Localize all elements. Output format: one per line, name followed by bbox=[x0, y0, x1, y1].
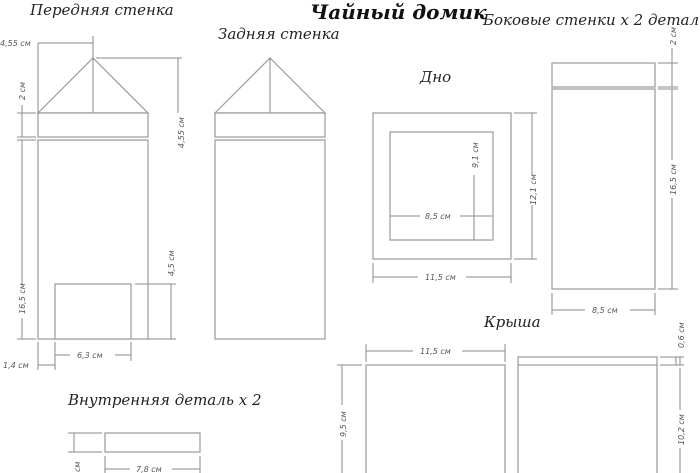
dim-roof2-strip: 0,6 см bbox=[677, 322, 686, 348]
dim-bottom-outer-height: 12,1 см bbox=[529, 174, 538, 205]
dim-roof2-height: 10,2 см bbox=[677, 414, 686, 445]
label-back-wall: Задняя стенка bbox=[218, 25, 340, 43]
dim-side-band: 2 см bbox=[669, 27, 678, 45]
dim-inner-unit: см bbox=[73, 462, 82, 472]
dim-inner-width: 7,8 см bbox=[136, 465, 162, 473]
dim-roof-width: 11,5 см bbox=[420, 347, 451, 356]
dim-bottom-inner-width: 8,5 см bbox=[425, 212, 451, 221]
dim-front-half-width: 4,55 см bbox=[0, 39, 31, 48]
dim-side-height: 16,5 см bbox=[669, 164, 678, 195]
dim-door-width: 6,3 см bbox=[77, 351, 103, 360]
front-wall bbox=[17, 36, 182, 370]
door-opening bbox=[54, 283, 132, 340]
dim-door-height: 4,5 см bbox=[167, 250, 176, 276]
side-wall bbox=[551, 48, 678, 315]
roof-part-2 bbox=[517, 356, 684, 473]
dim-roof-height: 9,5 см bbox=[339, 411, 348, 437]
bottom-part bbox=[372, 112, 537, 283]
dim-bottom-outer-width: 11,5 см bbox=[425, 273, 456, 282]
dim-front-band: 2 см bbox=[18, 82, 27, 100]
label-side-walls: Боковые стенки х 2 детали bbox=[482, 11, 700, 29]
label-bottom: Дно bbox=[419, 68, 451, 86]
inner-part bbox=[68, 432, 201, 473]
dim-side-width: 8,5 см bbox=[592, 306, 618, 315]
dim-door-offset: 1,4 см bbox=[3, 361, 29, 370]
label-inner-part: Внутренняя деталь х 2 bbox=[67, 391, 262, 409]
label-front-wall: Передняя стенка bbox=[29, 1, 174, 19]
dim-front-gable-height: 4,55 см bbox=[177, 117, 186, 148]
dim-front-height: 16,5 см bbox=[18, 283, 27, 314]
main-title: Чайный домик bbox=[310, 0, 487, 24]
label-roof: Крыша bbox=[483, 313, 541, 331]
back-wall bbox=[213, 57, 327, 340]
dim-bottom-inner-height: 9,1 см bbox=[471, 142, 480, 168]
roof-part-1 bbox=[337, 344, 506, 473]
